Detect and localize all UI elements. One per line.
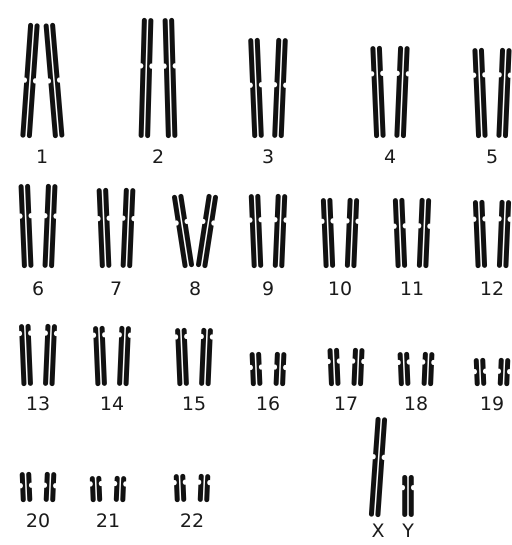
chromosome-9-a — [247, 194, 265, 269]
chromosome-pair-6 — [17, 184, 59, 269]
chromosome-pair-22 — [172, 474, 212, 503]
chromosome-pair-2 — [137, 18, 179, 138]
chromosome-16-b — [272, 352, 288, 387]
chromosome-4-b — [393, 46, 412, 139]
chromosome-7-a — [95, 188, 113, 269]
chromosome-7-b — [119, 188, 137, 269]
sex-chromosome-Y — [401, 475, 416, 517]
chromosome-pair-14 — [91, 326, 132, 387]
chromosome-5-b — [495, 48, 512, 139]
chromosome-X — [367, 417, 389, 518]
pair-label-14: 14 — [100, 393, 124, 415]
chromosome-pair-20 — [18, 472, 58, 503]
chromosome-pair-8 — [170, 193, 220, 268]
chromosome-8-b — [194, 193, 220, 268]
pair-label-21: 21 — [96, 510, 120, 532]
pair-label-1: 1 — [36, 146, 48, 168]
sex-label-Y: Y — [401, 520, 414, 542]
pair-label-8: 8 — [189, 278, 201, 300]
chromosome-2-a — [137, 18, 155, 138]
chromosome-pair-4 — [369, 46, 412, 139]
chromosome-pair-11 — [391, 198, 433, 269]
chromosome-11-b — [415, 198, 433, 269]
chromosome-pair-7 — [95, 188, 137, 269]
chromosome-layer — [17, 18, 512, 518]
pair-label-16: 16 — [256, 393, 280, 415]
chromosome-pair-15 — [173, 328, 214, 387]
chromosome-pair-10 — [319, 198, 361, 269]
chromosome-14-b — [115, 326, 132, 387]
chromosome-18-b — [420, 352, 436, 387]
chromosome-15-a — [173, 328, 190, 387]
pair-label-18: 18 — [404, 393, 428, 415]
pair-label-17: 17 — [334, 393, 358, 415]
chromosome-pair-5 — [471, 48, 512, 139]
chromosome-12-a — [471, 200, 489, 269]
chromosome-11-a — [391, 198, 409, 269]
chromosome-pair-21 — [88, 476, 128, 503]
pair-label-9: 9 — [262, 278, 274, 300]
pair-label-3: 3 — [262, 146, 274, 168]
chromosome-10-b — [343, 198, 361, 269]
chromosome-15-b — [197, 328, 214, 387]
pair-label-20: 20 — [26, 510, 50, 532]
chromosome-21-a — [88, 476, 104, 503]
chromosome-pair-17 — [326, 348, 366, 387]
chromosome-2-b — [161, 18, 179, 138]
chromosome-19-a — [472, 358, 488, 387]
chromosome-3-b — [271, 38, 290, 139]
chromosome-pair-9 — [247, 194, 289, 269]
chromosome-20-a — [18, 472, 34, 503]
chromosome-22-a — [172, 474, 188, 503]
chromosome-8-a — [170, 193, 196, 268]
pair-label-12: 12 — [480, 278, 504, 300]
chromosome-17-a — [326, 348, 342, 387]
chromosome-pair-18 — [396, 352, 436, 387]
pair-label-15: 15 — [182, 393, 206, 415]
chromosome-9-b — [271, 194, 289, 269]
chromosome-5-a — [471, 48, 490, 139]
pair-label-6: 6 — [32, 278, 44, 300]
chromosome-6-b — [41, 184, 59, 269]
chromosome-18-a — [396, 352, 412, 387]
chromosome-16-a — [248, 352, 264, 387]
chromosome-Y — [401, 475, 416, 517]
chromosome-20-b — [42, 472, 58, 503]
chromosome-14-a — [91, 326, 108, 387]
chromosome-21-b — [112, 476, 128, 503]
chromosome-13-b — [41, 324, 58, 387]
chromosome-13-a — [17, 324, 34, 387]
chromosome-pair-1 — [19, 23, 67, 139]
pair-label-7: 7 — [110, 278, 122, 300]
chromosome-4-a — [369, 46, 388, 139]
sex-label-X: X — [371, 520, 384, 542]
chromosome-17-b — [350, 348, 366, 387]
chromosome-pair-13 — [17, 324, 58, 387]
chromosome-1-a — [19, 23, 42, 139]
chromosome-3-a — [247, 38, 266, 139]
pair-label-19: 19 — [480, 393, 504, 415]
chromosome-6-a — [17, 184, 35, 269]
pair-label-2: 2 — [152, 146, 164, 168]
sex-chromosome-X — [367, 417, 389, 518]
chromosome-pair-16 — [248, 352, 288, 387]
chromosome-19-b — [496, 358, 512, 387]
chromosome-22-b — [196, 474, 212, 503]
pair-label-4: 4 — [384, 146, 396, 168]
pair-label-13: 13 — [26, 393, 50, 415]
pair-label-10: 10 — [328, 278, 352, 300]
chromosome-pair-3 — [247, 38, 290, 139]
pair-label-11: 11 — [400, 278, 424, 300]
chromosome-10-a — [319, 198, 337, 269]
chromosome-pair-12 — [471, 200, 512, 269]
pair-label-5: 5 — [486, 146, 498, 168]
chromosome-12-b — [495, 200, 512, 269]
chromosome-pair-19 — [472, 358, 512, 387]
chromosome-1-b — [42, 23, 66, 139]
pair-label-22: 22 — [180, 510, 204, 532]
